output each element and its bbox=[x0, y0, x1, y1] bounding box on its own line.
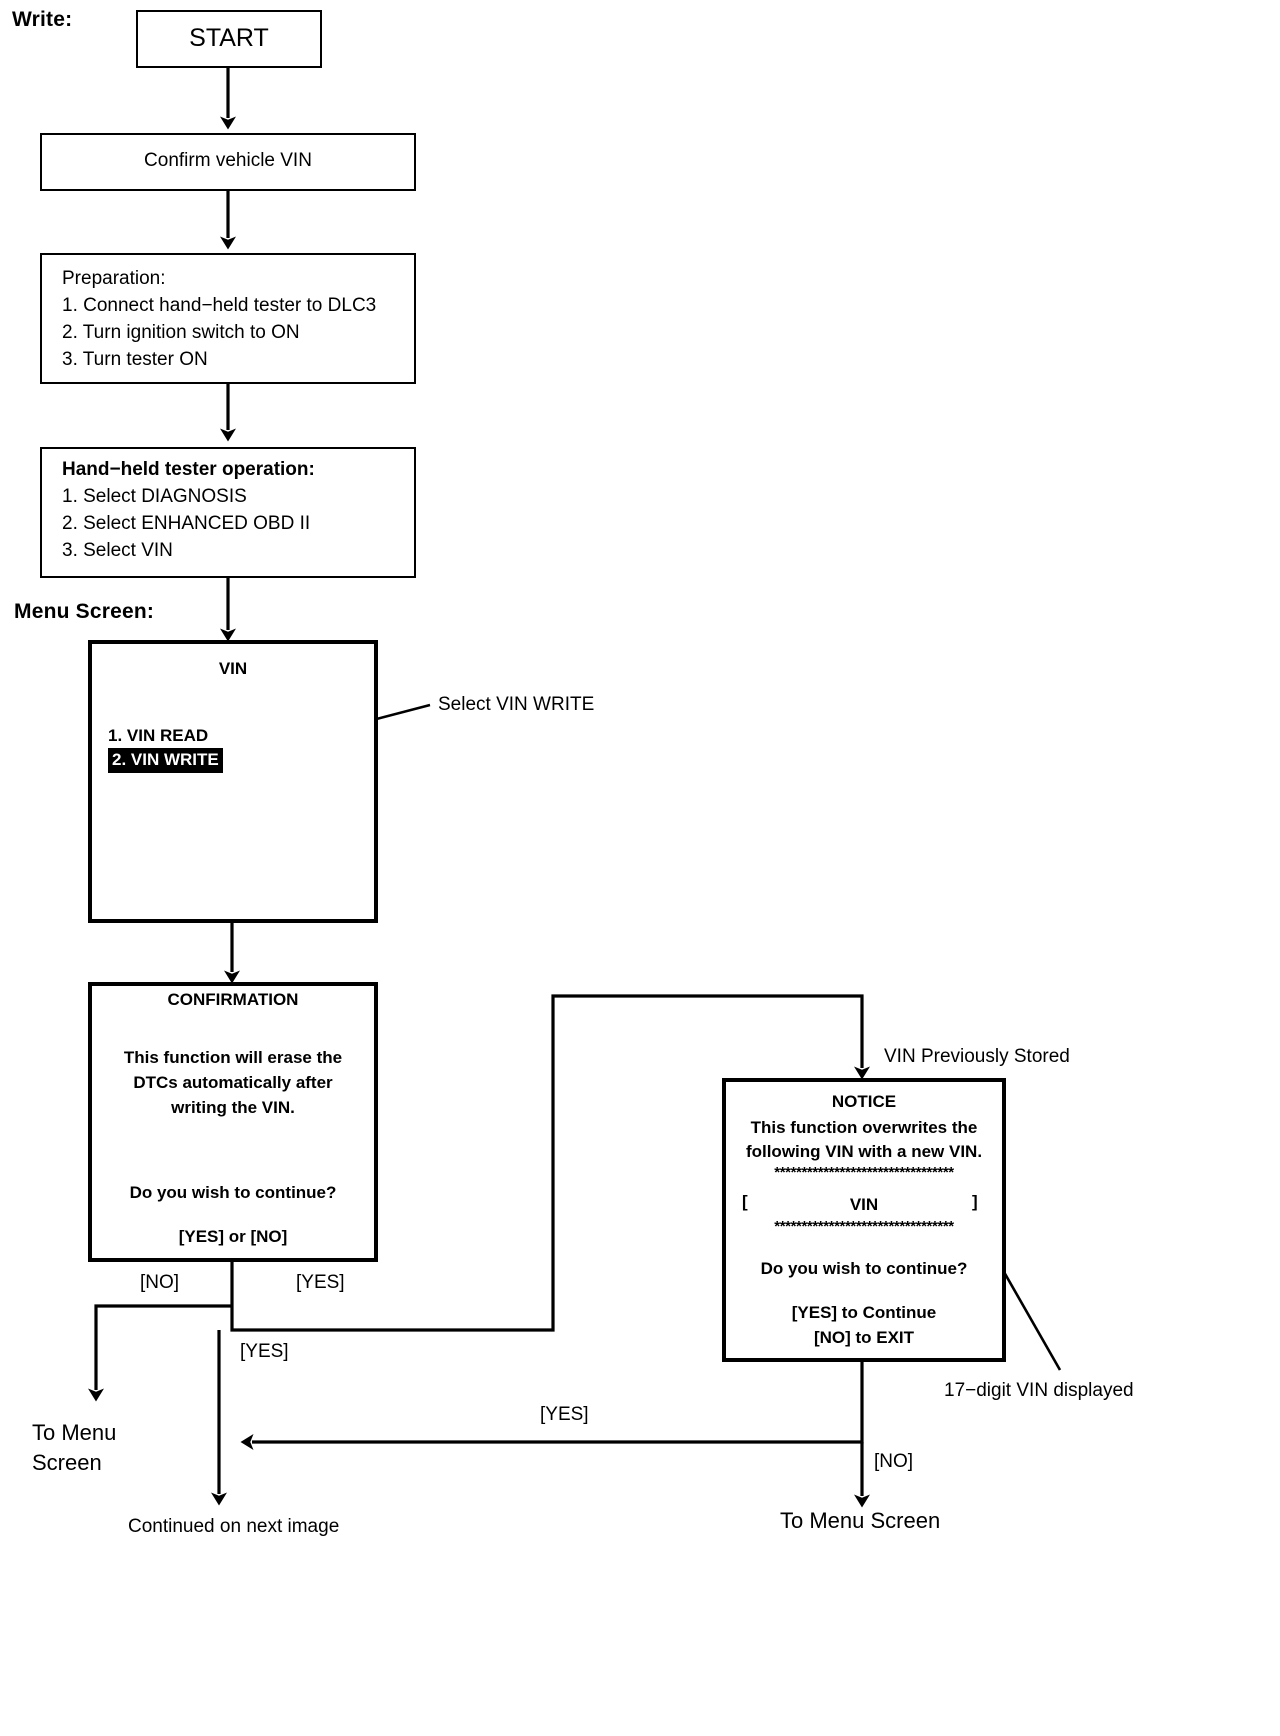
edge-label-confirmation-no: [NO] bbox=[140, 1272, 180, 1293]
menu-item-vin-write[interactable]: 2. VIN WRITE bbox=[108, 748, 223, 773]
node-preparation-step-1: 1. Connect hand−held tester to DLC3 bbox=[62, 295, 377, 316]
screen-confirmation-body-line-3: writing the VIN. bbox=[171, 1098, 295, 1117]
annotation-select-vin-write: Select VIN WRITE bbox=[438, 694, 595, 715]
screen-confirmation bbox=[88, 982, 378, 1262]
terminal-continued-next-image: Continued on next image bbox=[128, 1516, 340, 1537]
screen-notice-separator-bottom: ********************************* bbox=[774, 1218, 954, 1235]
screen-notice-vin-bracket-right: ] bbox=[972, 1192, 978, 1211]
edge-confirmation-no-to-menu bbox=[88, 1304, 232, 1402]
node-preparation-step-2: 2. Turn ignition switch to ON bbox=[62, 322, 300, 343]
screen-vin-menu-title: VIN bbox=[218, 659, 248, 678]
edge-label-notice-no: [NO] bbox=[874, 1451, 914, 1472]
menu-item-vin-read[interactable]: 1. VIN READ bbox=[108, 726, 209, 745]
screen-confirmation-body-line-1: This function will erase the bbox=[123, 1048, 343, 1067]
screen-notice-body-line-2: following VIN with a new VIN. bbox=[745, 1142, 983, 1161]
screen-vin-menu bbox=[88, 640, 378, 923]
node-confirm-vehicle-vin bbox=[40, 133, 416, 191]
node-tester-operation-step-2: 2. Select ENHANCED OBD II bbox=[62, 513, 311, 534]
screen-notice-vin-value: VIN bbox=[849, 1195, 879, 1214]
edge-label-notice-yes: [YES] bbox=[540, 1404, 589, 1425]
screen-confirmation-title: CONFIRMATION bbox=[167, 990, 299, 1009]
screen-notice-answer-line-1: [YES] to Continue bbox=[791, 1303, 937, 1322]
terminal-to-menu-screen-right: To Menu Screen bbox=[780, 1508, 941, 1533]
screen-notice-question: Do you wish to continue? bbox=[760, 1259, 968, 1278]
terminal-to-menu-screen-left: To Menu Screen bbox=[32, 1420, 117, 1475]
edge-label-confirmation-yes-down: [YES] bbox=[240, 1341, 289, 1362]
node-start bbox=[136, 10, 322, 68]
annotation-vin-previously-stored: VIN Previously Stored bbox=[884, 1046, 1070, 1067]
edge-notice-yes-to-menu bbox=[240, 1362, 864, 1450]
screen-confirmation-question: Do you wish to continue? bbox=[129, 1183, 337, 1202]
node-preparation-step-3: 3. Turn tester ON bbox=[62, 349, 208, 370]
node-preparation bbox=[40, 253, 416, 384]
screen-notice-title: NOTICE bbox=[831, 1092, 897, 1111]
node-tester-operation-step-1: 1. Select DIAGNOSIS bbox=[62, 486, 247, 507]
screen-notice-separator-top: ********************************* bbox=[774, 1164, 954, 1181]
annotation-17-digit-vin: 17−digit VIN displayed bbox=[944, 1380, 1134, 1401]
screen-confirmation-body-line-2: DTCs automatically after bbox=[133, 1073, 333, 1092]
node-tester-operation-heading: Hand−held tester operation: bbox=[62, 459, 315, 480]
screen-notice-body-line-1: This function overwrites the bbox=[750, 1118, 978, 1137]
screen-notice-answer-line-2: [NO] to EXIT bbox=[813, 1328, 915, 1347]
menu-screen-caption: Menu Screen: bbox=[14, 600, 155, 623]
node-start-label: START bbox=[189, 24, 269, 52]
screen-confirmation-answer-hint: [YES] or [NO] bbox=[178, 1227, 288, 1246]
node-preparation-heading: Preparation: bbox=[62, 268, 166, 289]
node-confirm-vehicle-vin-label: Confirm vehicle VIN bbox=[144, 150, 312, 171]
page-title-caption: Write: bbox=[12, 8, 73, 31]
edge-label-confirmation-yes-right: [YES] bbox=[296, 1272, 345, 1293]
node-tester-operation bbox=[40, 447, 416, 578]
node-tester-operation-step-3: 3. Select VIN bbox=[62, 540, 173, 561]
